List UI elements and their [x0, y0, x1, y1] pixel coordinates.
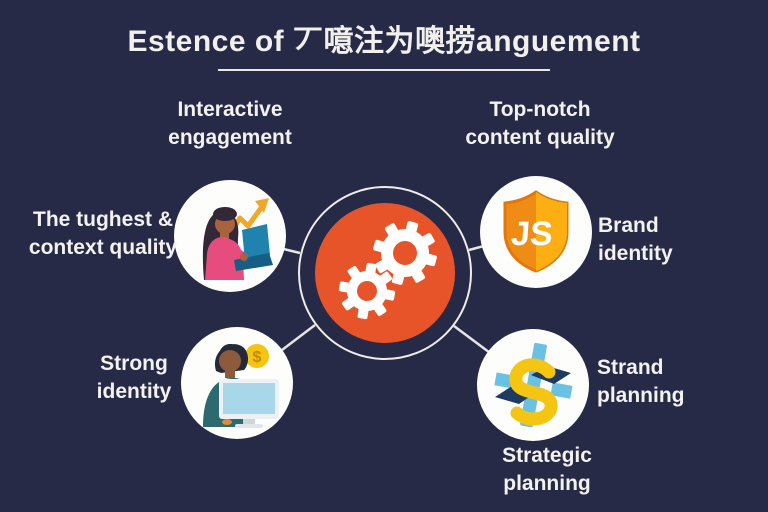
- label-interactive-engagement: Interactive engagement: [168, 96, 292, 151]
- shield-js-text: JS: [510, 215, 554, 253]
- node-brand-identity: JS: [480, 176, 592, 288]
- label-line: content quality: [465, 125, 615, 149]
- hub-outer-ring: [298, 186, 472, 360]
- label-line: planning: [503, 471, 591, 495]
- gears-icon: [338, 221, 437, 320]
- label-line: engagement: [168, 125, 292, 149]
- label-line: Strong: [100, 352, 168, 375]
- label-strong-identity: Strong identity: [97, 350, 172, 405]
- label-line: Top-notch: [489, 98, 591, 121]
- man-computer-money-icon: $: [203, 344, 279, 428]
- label-strand-planning: Strand planning: [597, 354, 685, 409]
- woman-laptop-growth-icon: [202, 198, 273, 280]
- label-strategic-planning: Strategic planning: [502, 442, 592, 497]
- label-line: planning: [597, 383, 685, 407]
- central-hub: [315, 203, 455, 343]
- coin-dollar-symbol: $: [253, 349, 262, 366]
- label-brand-identity: Brand identity: [598, 212, 673, 267]
- title-underline: [218, 69, 550, 71]
- label-line: identity: [96, 379, 172, 403]
- strategy-sync-icon: [494, 342, 573, 428]
- label-line: context quality: [28, 235, 178, 259]
- label-the-tughest-context-quality: The tughest & context quality: [29, 206, 177, 261]
- js-shield-icon: JS: [503, 190, 569, 273]
- node-strand-planning: [477, 329, 589, 441]
- label-line: Strategic: [502, 444, 592, 467]
- node-strong-identity: $: [181, 327, 293, 439]
- label-top-notch-content-quality: Top-notch content quality: [465, 96, 614, 151]
- label-line: identity: [598, 241, 673, 265]
- label-line: Strand: [597, 356, 664, 379]
- node-interactive-engagement: [174, 180, 286, 292]
- label-line: The tughest &: [32, 208, 173, 231]
- label-line: Brand: [598, 214, 659, 237]
- label-line: Interactive: [177, 98, 283, 121]
- page-title: Estence of 丆噫注为噢捞anguement: [127, 25, 641, 58]
